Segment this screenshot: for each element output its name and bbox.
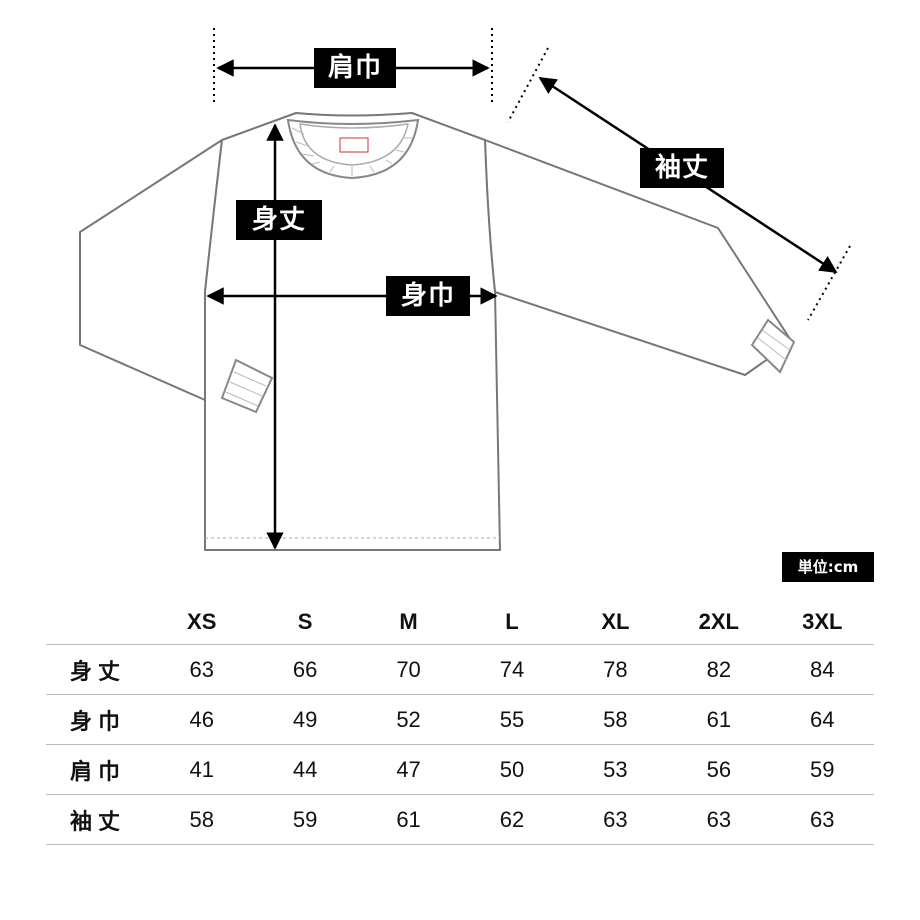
size-header: XL bbox=[563, 600, 668, 645]
table-cell: 64 bbox=[770, 694, 874, 745]
table-cell: 44 bbox=[253, 744, 357, 795]
table-cell: 46 bbox=[150, 694, 254, 745]
table-row: 身丈 63 66 70 74 78 82 84 bbox=[46, 644, 874, 695]
table-cell: 61 bbox=[356, 794, 461, 845]
row-label: 肩巾 bbox=[46, 744, 150, 795]
table-cell: 58 bbox=[563, 694, 668, 745]
right-sleeve bbox=[484, 139, 793, 376]
table-cell: 52 bbox=[356, 694, 461, 745]
table-cell: 82 bbox=[667, 644, 771, 695]
cuffs bbox=[220, 318, 796, 414]
table-cell: 59 bbox=[770, 744, 874, 795]
table-cell: 56 bbox=[667, 744, 771, 795]
table-cell: 63 bbox=[150, 644, 254, 695]
table-row: 袖丈 58 59 61 62 63 63 63 bbox=[46, 794, 874, 845]
row-label: 身丈 bbox=[46, 644, 150, 695]
table-cell: 74 bbox=[460, 644, 564, 695]
unit-badge: 単位:cm bbox=[782, 552, 874, 582]
body-width-label: 身巾 bbox=[386, 276, 470, 316]
body-length-label: 身丈 bbox=[236, 200, 322, 240]
row-label: 身巾 bbox=[46, 694, 150, 745]
table-cell: 61 bbox=[667, 694, 771, 745]
sleeve-guide-bottom bbox=[807, 245, 851, 321]
table-cell: 70 bbox=[356, 644, 461, 695]
size-header: XS bbox=[150, 600, 254, 645]
table-cell: 63 bbox=[563, 794, 668, 845]
table-cell: 58 bbox=[150, 794, 254, 845]
header-corner bbox=[46, 600, 150, 645]
table-cell: 49 bbox=[253, 694, 357, 745]
table-cell: 59 bbox=[253, 794, 357, 845]
size-header: M bbox=[356, 600, 461, 645]
table-cell: 41 bbox=[150, 744, 254, 795]
table-cell: 50 bbox=[460, 744, 564, 795]
shoulder-width-label: 肩巾 bbox=[314, 48, 396, 88]
sleeve-guide-top bbox=[507, 47, 549, 123]
table-cell: 66 bbox=[253, 644, 357, 695]
cuff-hatching bbox=[225, 329, 791, 407]
table-cell: 47 bbox=[356, 744, 461, 795]
table-cell: 62 bbox=[460, 794, 564, 845]
table-row: 身巾 46 49 52 55 58 61 64 bbox=[46, 694, 874, 745]
neck-tag bbox=[339, 137, 369, 153]
size-header: S bbox=[253, 600, 357, 645]
size-header: 3XL bbox=[770, 600, 874, 645]
table-row: 肩巾 41 44 47 50 53 56 59 bbox=[46, 744, 874, 795]
table-cell: 53 bbox=[563, 744, 668, 795]
size-header-row: XS S M L XL 2XL 3XL bbox=[46, 600, 874, 645]
size-header: L bbox=[460, 600, 564, 645]
table-cell: 63 bbox=[770, 794, 874, 845]
size-header: 2XL bbox=[667, 600, 771, 645]
table-cell: 78 bbox=[563, 644, 668, 695]
collar-hatching bbox=[291, 127, 412, 176]
size-table: XS S M L XL 2XL 3XL 身丈 63 66 70 74 78 82… bbox=[46, 600, 874, 845]
table-cell: 63 bbox=[667, 794, 771, 845]
sleeve-length-label: 袖丈 bbox=[640, 148, 724, 188]
row-label: 袖丈 bbox=[46, 794, 150, 845]
table-cell: 55 bbox=[460, 694, 564, 745]
right-cuff bbox=[750, 318, 796, 374]
table-cell: 84 bbox=[770, 644, 874, 695]
